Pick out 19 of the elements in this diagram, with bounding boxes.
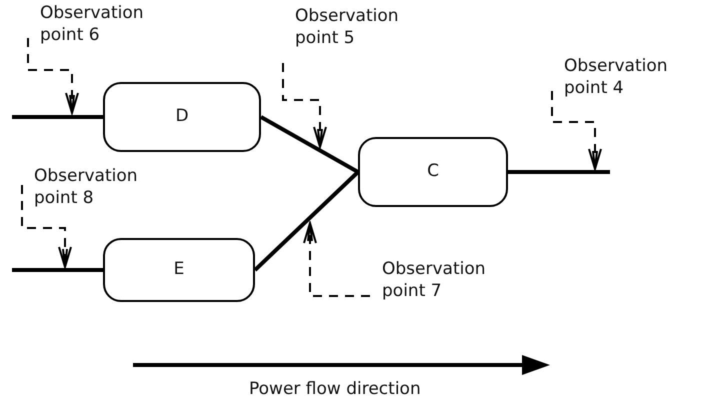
connector-line [12, 115, 103, 119]
component-box: D [103, 82, 261, 152]
leader-line [21, 185, 72, 268]
observation-label: Observation point 5 [283, 5, 423, 55]
component-box: E [103, 238, 255, 302]
leader-line [27, 38, 79, 114]
observation-label: Observation point 8 [22, 165, 172, 215]
leader-line [303, 222, 370, 297]
component-box: C [358, 137, 508, 207]
observation-label: Observation point 7 [370, 258, 520, 308]
leader-line [551, 91, 602, 170]
caption-text: Power flow direction [249, 378, 421, 401]
connector-line [508, 170, 610, 174]
observation-label: Observation point 4 [552, 55, 702, 105]
connector-line [260, 115, 359, 174]
connector-line [12, 268, 103, 272]
leader-line [282, 63, 327, 148]
observation-label: Observation point 6 [28, 2, 168, 52]
connector-line [254, 170, 360, 272]
